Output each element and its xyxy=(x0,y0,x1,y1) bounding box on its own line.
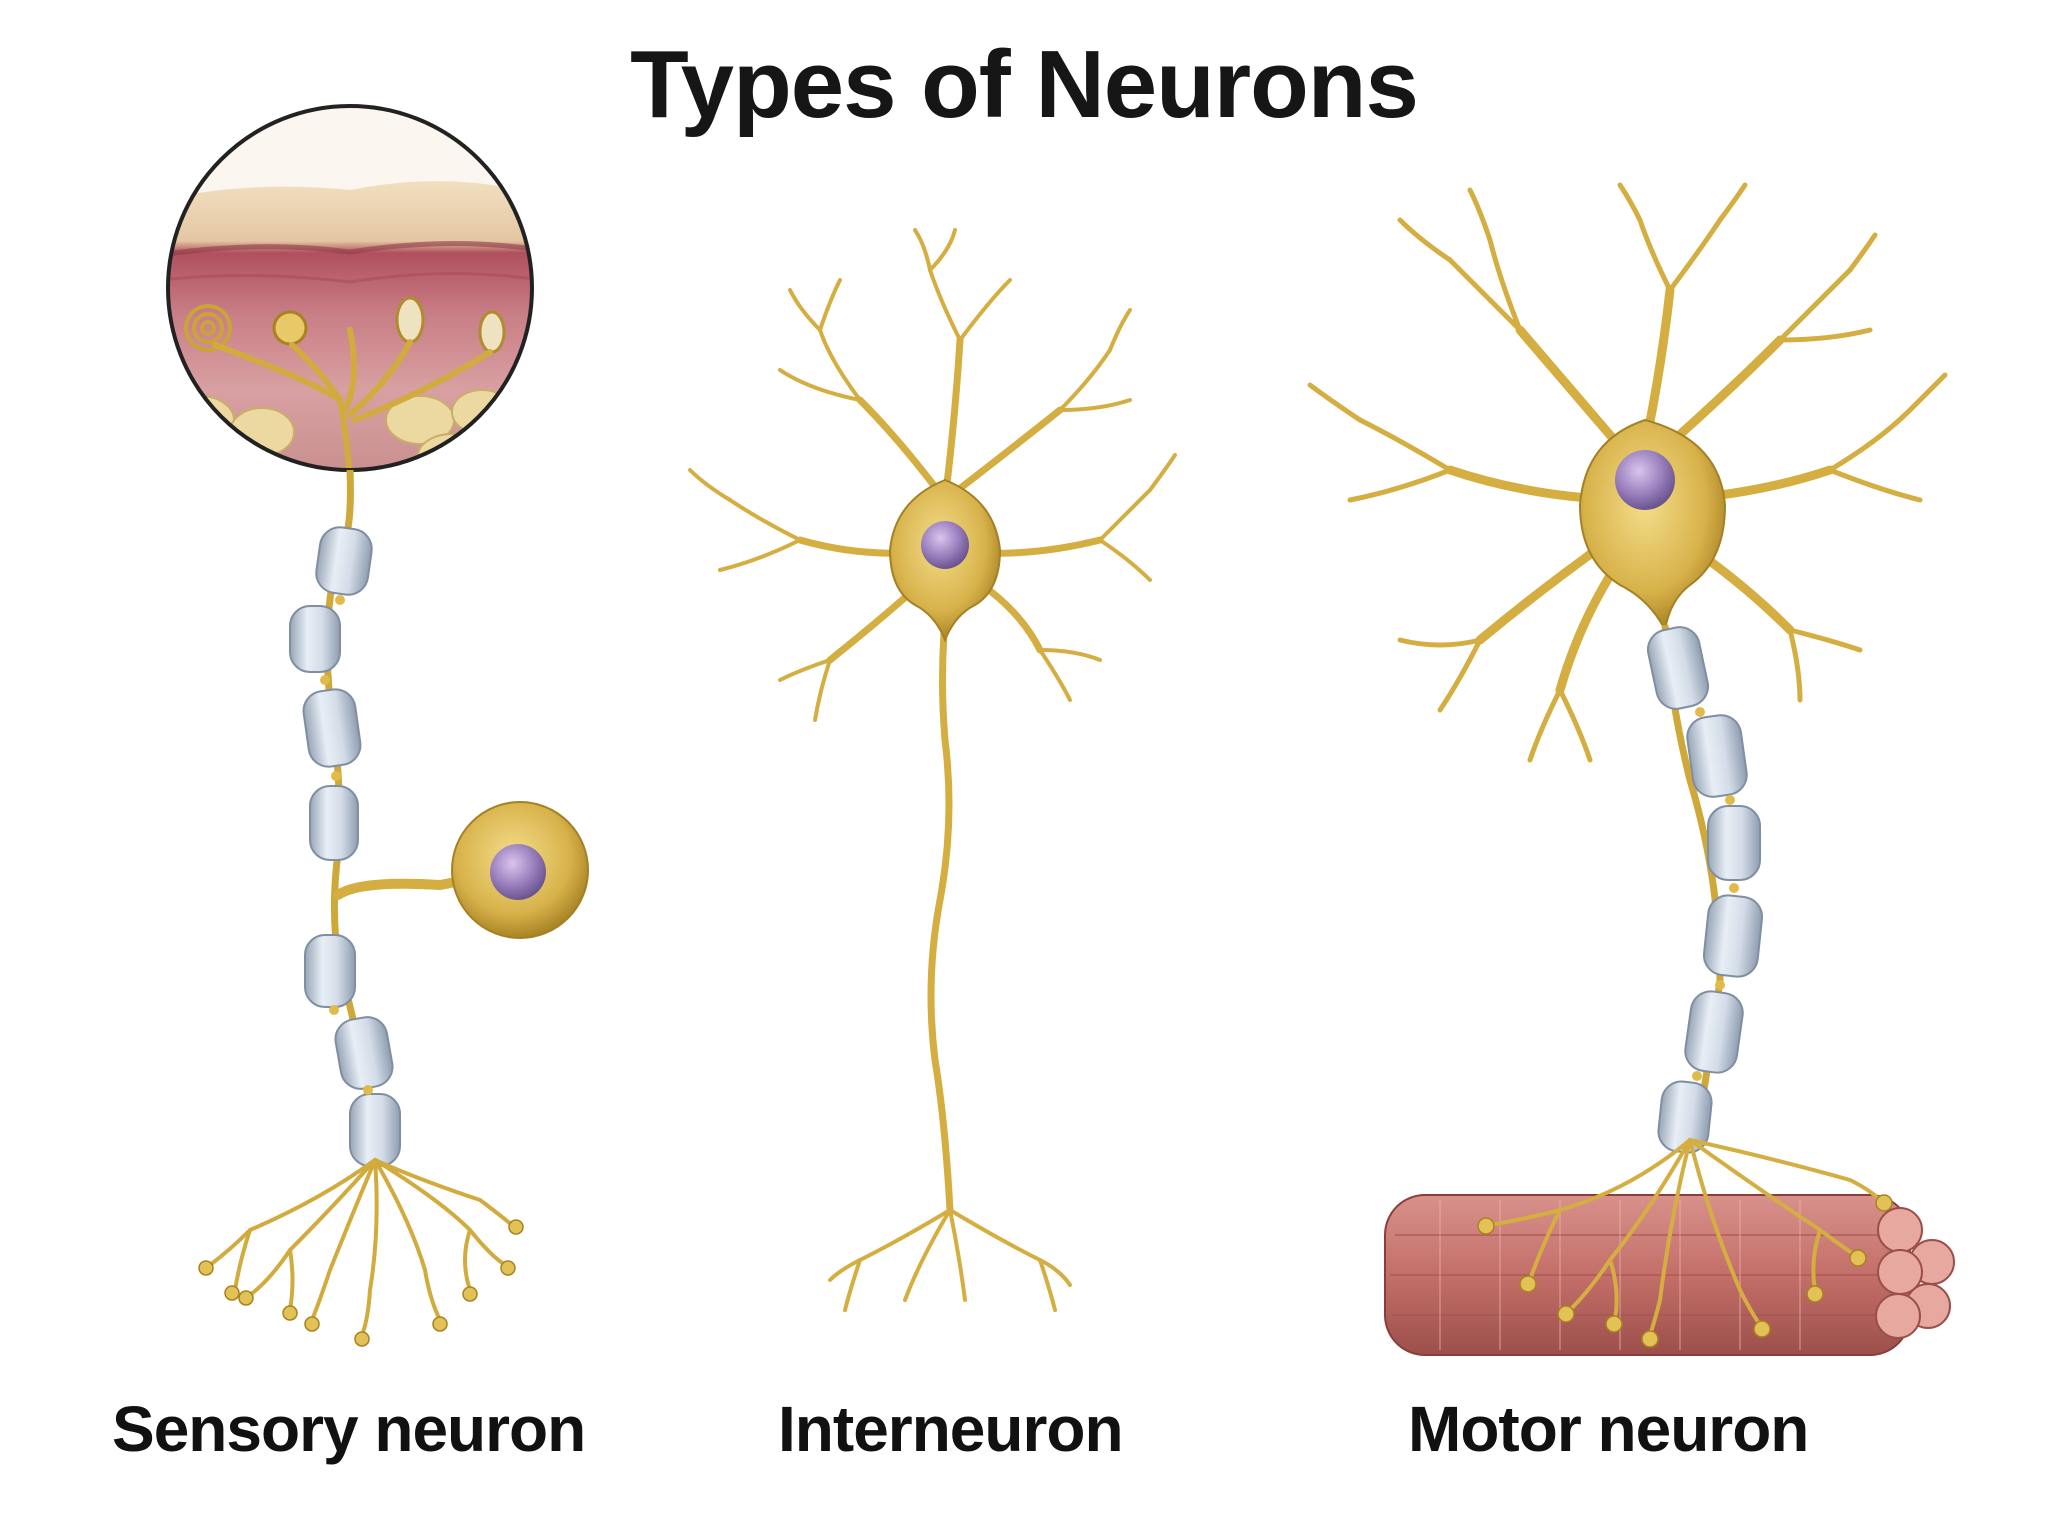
interneuron-dendrites xyxy=(688,228,1177,722)
motor-axon-terminals xyxy=(1488,1138,1882,1337)
interneuron-label: Interneuron xyxy=(778,1393,1124,1465)
motor-myelin xyxy=(1646,626,1764,1154)
muscle-fiber-icon xyxy=(1384,1194,1955,1356)
diagram-title: Types of Neurons xyxy=(630,31,1419,138)
motor-neuron xyxy=(1307,182,1955,1356)
interneuron-axon-terminals xyxy=(828,1208,1072,1312)
sensory-neuron xyxy=(166,104,589,1347)
motor-nucleus xyxy=(1615,450,1675,510)
interneuron-axon xyxy=(927,619,954,1211)
interneuron-nucleus xyxy=(921,521,969,569)
sensory-axon-terminals xyxy=(208,1158,514,1337)
sensory-neuron-label: Sensory neuron xyxy=(112,1393,586,1465)
sensory-myelin xyxy=(289,526,401,1167)
skin-receptors-icon xyxy=(166,104,534,472)
interneuron xyxy=(688,228,1177,1312)
motor-neuron-label: Motor neuron xyxy=(1408,1393,1809,1465)
sensory-nucleus xyxy=(490,844,546,900)
